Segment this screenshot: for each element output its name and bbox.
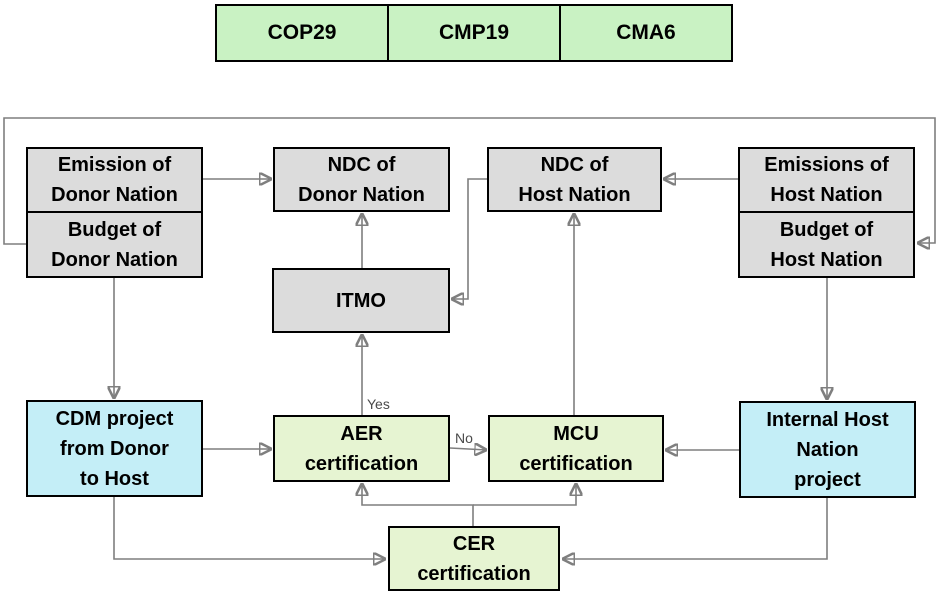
node-aer-certification-label: AER certification <box>304 422 419 475</box>
node-cer-certification-label: CER certification <box>417 532 531 585</box>
edge-cdm-to-cer <box>113 497 386 559</box>
node-ndc-host: NDC of Host Nation <box>487 147 662 212</box>
node-ndc-host-label: NDC of Host Nation <box>518 153 631 206</box>
node-internal-host-project-label: Internal Host Nation project <box>766 408 889 491</box>
node-cdm-project-label: CDM project from Donor to Host <box>55 407 174 490</box>
node-budget-host: Budget of Host Nation <box>738 211 915 278</box>
node-cdm-project: CDM project from Donor to Host <box>26 400 203 497</box>
node-itmo-label: ITMO <box>336 289 386 312</box>
node-budget-host-label: Budget of Host Nation <box>770 218 883 271</box>
edge-label-no: No <box>455 430 473 446</box>
node-ndc-donor-label: NDC of Donor Nation <box>298 153 425 206</box>
edge-cer-to-mcu <box>473 483 576 506</box>
node-budget-donor: Budget of Donor Nation <box>26 211 203 278</box>
edge-label-yes: Yes <box>367 396 390 412</box>
node-emission-donor: Emission of Donor Nation <box>26 147 203 213</box>
node-emission-donor-label: Emission of Donor Nation <box>51 154 178 206</box>
node-ndc-donor: NDC of Donor Nation <box>273 147 450 212</box>
node-aer-certification: AER certification <box>273 415 450 482</box>
node-mcu-certification: MCU certification <box>488 415 664 482</box>
node-emissions-host: Emissions of Host Nation <box>738 147 915 213</box>
node-itmo: ITMO <box>272 268 450 333</box>
node-budget-donor-label: Budget of Donor Nation <box>51 218 178 271</box>
cell-cmp19: CMP19 <box>387 6 559 60</box>
node-emissions-host-label: Emissions of Host Nation <box>764 154 889 206</box>
edge-budget-donor-to-budget-host-loop <box>3 117 936 244</box>
node-internal-host-project: Internal Host Nation project <box>739 401 916 498</box>
edge-ndc-host-to-itmo <box>451 178 487 299</box>
conference-row: COP29 CMP19 CMA6 <box>215 4 733 62</box>
node-cer-certification: CER certification <box>388 526 560 591</box>
edge-cer-to-aer <box>362 483 474 526</box>
cell-cop29: COP29 <box>267 21 337 44</box>
node-mcu-certification-label: MCU certification <box>519 422 633 475</box>
edge-aer-to-mcu-no <box>449 448 487 450</box>
cell-cma6: CMA6 <box>559 6 731 60</box>
edge-internal-project-to-cer <box>562 498 828 559</box>
